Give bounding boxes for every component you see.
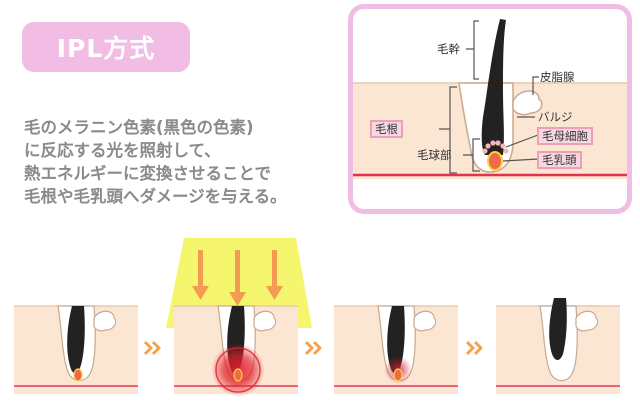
- dermal-papilla: [233, 368, 243, 382]
- stage-chevron-2-icon: [304, 340, 322, 356]
- description-line: 熱エネルギーに変換させることで: [24, 164, 272, 183]
- sebaceous-gland: [413, 310, 437, 332]
- hair-root-bracket: [439, 86, 457, 174]
- sebaceous-gland: [93, 310, 117, 332]
- label-bulge: バルジ: [538, 110, 573, 124]
- label-dermal-papilla: 毛乳頭: [537, 151, 582, 169]
- stage-2-light-irradiation: [166, 238, 312, 396]
- label-hair-bulb: 毛球部: [417, 148, 452, 162]
- description-line: に反応する光を照射して、: [24, 141, 221, 160]
- dermal-papilla: [393, 368, 403, 382]
- stage-3-heat-damage: [334, 305, 458, 394]
- dermal-papilla: [487, 151, 503, 171]
- label-hair-root: 毛根: [370, 120, 403, 138]
- heat-ring: [215, 347, 261, 393]
- sebaceous-leader: [532, 76, 539, 95]
- label-hair-shaft: 毛幹: [437, 42, 460, 56]
- hair-bulb-bracket: [463, 138, 480, 172]
- detached-hair: [549, 298, 567, 360]
- stage-chevron-3-icon: [465, 340, 483, 356]
- hair: [67, 306, 85, 374]
- hair-shaft: [481, 19, 506, 155]
- hair-shaft-bracket: [466, 20, 479, 80]
- hair-matrix-cells: [482, 140, 509, 154]
- stage-chevron-1-icon: [143, 340, 161, 356]
- method-title-badge: IPL方式: [22, 22, 190, 72]
- method-title: IPL方式: [56, 34, 156, 63]
- sebaceous-gland: [575, 310, 599, 332]
- sebaceous-gland: [253, 310, 277, 332]
- description-line: 毛のメラニン色素(黒色の色素): [24, 118, 254, 137]
- stage-1-normal-follicle: [14, 305, 138, 394]
- sebaceous-gland: [512, 90, 543, 116]
- light-arrows: [192, 250, 283, 306]
- papilla-leader: [502, 158, 539, 162]
- hair-anatomy-diagram: 毛幹 皮脂腺 バルジ 毛根 毛母細胞 毛球部 毛乳頭: [348, 4, 632, 214]
- description-line: 毛根や毛乳頭へダメージを与える。: [24, 187, 287, 206]
- label-hair-matrix: 毛母細胞: [537, 127, 593, 145]
- description-text: 毛のメラニン色素(黒色の色素) に反応する光を照射して、 熱エネルギーに変換させ…: [24, 116, 354, 208]
- dermal-papilla: [73, 368, 83, 382]
- treatment-stages: [14, 238, 620, 396]
- hair-anatomy-illustration: [353, 19, 627, 179]
- matrix-leader: [505, 134, 539, 148]
- label-sebaceous-gland: 皮脂腺: [540, 70, 575, 84]
- stage-4-hair-detached: [496, 298, 620, 394]
